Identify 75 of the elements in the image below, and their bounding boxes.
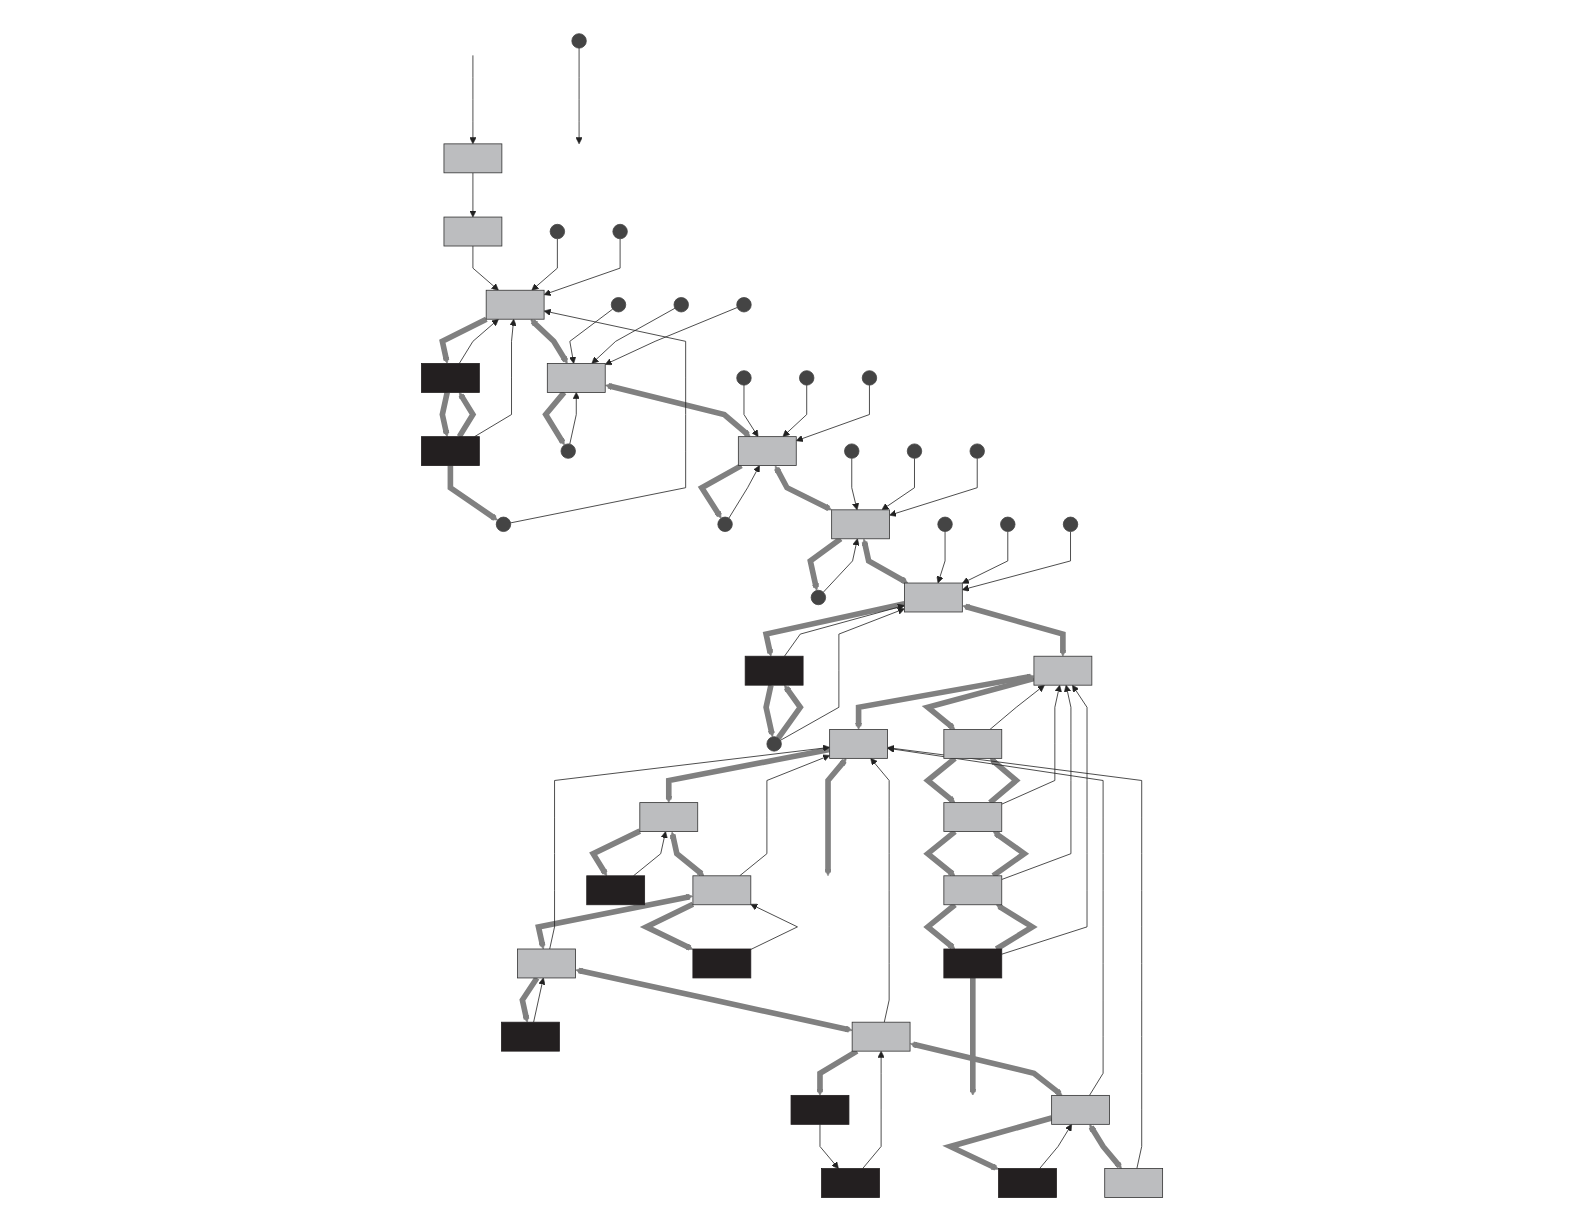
node-box — [790, 1095, 850, 1125]
node-circle — [861, 370, 878, 386]
node-circle — [937, 516, 953, 532]
arrow — [861, 538, 909, 584]
arrow — [665, 746, 831, 803]
node-box — [443, 216, 503, 247]
node-box — [485, 289, 545, 320]
node-circle — [766, 736, 782, 752]
arrow — [1088, 1124, 1122, 1169]
node-circle — [799, 370, 815, 386]
node-box — [421, 363, 480, 393]
node-box — [943, 875, 1003, 906]
node-circle — [969, 443, 985, 459]
node-circle — [844, 443, 860, 459]
node-circle — [673, 297, 689, 313]
node-box — [443, 143, 503, 174]
node-circle — [610, 297, 627, 313]
node-circle — [717, 516, 733, 532]
node-box — [821, 1168, 880, 1198]
arrow — [697, 463, 743, 519]
node-circle — [571, 33, 587, 49]
node-box — [737, 436, 797, 466]
arrow — [942, 1115, 1053, 1171]
arrow — [519, 976, 540, 1023]
arrow — [575, 967, 853, 1033]
arrow — [776, 684, 804, 740]
node-circle — [612, 223, 628, 240]
node-box — [943, 729, 1003, 759]
node-circle — [1000, 516, 1016, 532]
arrow — [855, 673, 1034, 730]
node-box — [586, 875, 645, 906]
arrow — [439, 316, 488, 364]
node-box — [692, 948, 752, 979]
node-box — [943, 802, 1003, 832]
node-circle — [549, 223, 565, 240]
arrow — [816, 1048, 859, 1096]
node-box — [692, 875, 752, 906]
node-box — [744, 655, 804, 686]
arrow — [589, 828, 641, 877]
node-box — [517, 948, 576, 979]
arrow — [535, 893, 693, 950]
node-box — [546, 363, 606, 393]
node-circle — [810, 589, 826, 606]
arrow — [910, 1041, 1063, 1096]
node-circle — [1062, 516, 1079, 532]
arrow — [774, 465, 832, 511]
node-box — [831, 509, 890, 540]
arrow — [669, 831, 705, 877]
node-circle — [560, 443, 576, 459]
node-box — [1051, 1095, 1110, 1125]
node-circle — [906, 443, 923, 459]
node-box — [1104, 1168, 1163, 1198]
arrow — [921, 675, 1035, 730]
node-box — [943, 948, 1003, 979]
node-circle — [736, 370, 752, 386]
node-box — [501, 1021, 560, 1052]
arrow — [763, 684, 775, 738]
arrow — [605, 383, 751, 437]
arrow — [439, 391, 450, 437]
node-box — [998, 1168, 1057, 1198]
arrow — [962, 603, 1067, 657]
arrow — [969, 977, 977, 1096]
node-box — [639, 802, 699, 832]
arrow — [530, 319, 569, 364]
node-circle — [736, 297, 752, 313]
arrow — [639, 901, 695, 951]
arrow — [994, 904, 1038, 952]
node-box — [851, 1021, 911, 1052]
node-box — [904, 582, 963, 613]
node-circle — [495, 516, 512, 532]
arrow — [447, 465, 498, 521]
node-box — [421, 436, 480, 466]
arrow — [824, 758, 847, 877]
node-box — [1033, 655, 1093, 686]
node-box — [829, 729, 888, 759]
